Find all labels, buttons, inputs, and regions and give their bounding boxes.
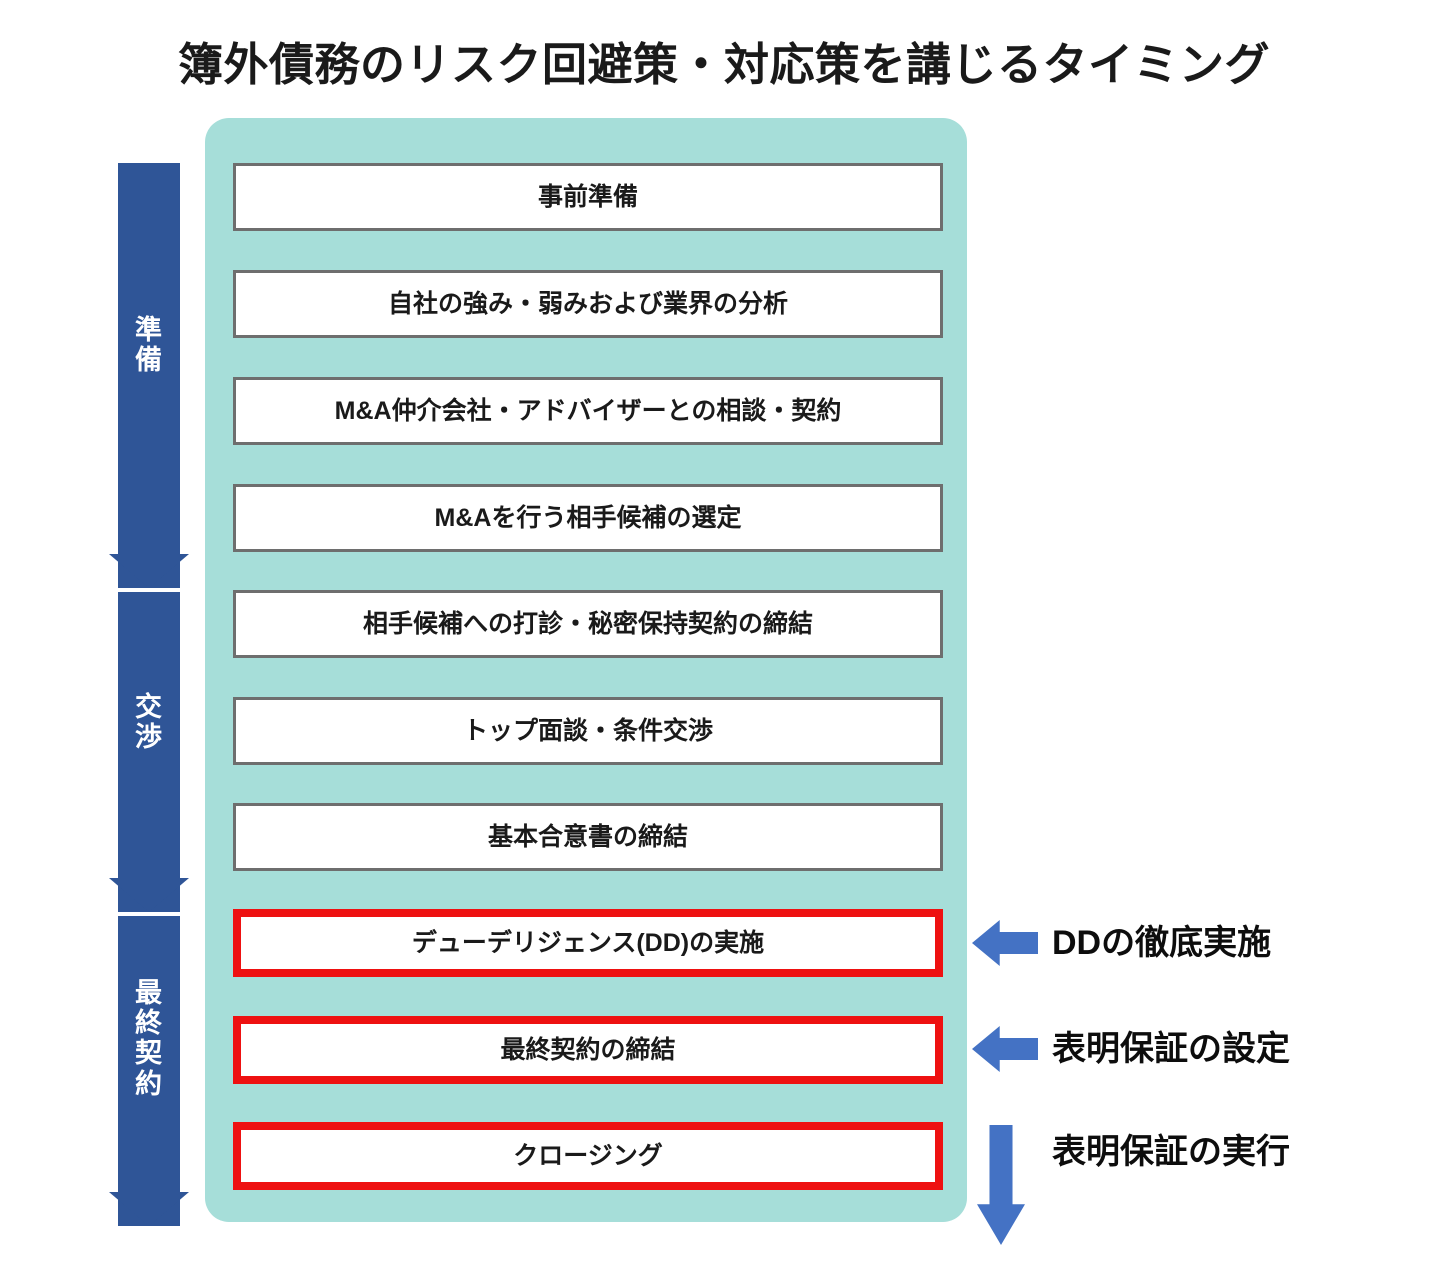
step-label: M&A仲介会社・アドバイザーとの相談・契約 — [334, 396, 842, 425]
step-label: 基本合意書の締結 — [487, 822, 688, 851]
step-box-10[interactable]: クロージング — [233, 1122, 943, 1190]
step-box-6[interactable]: トップ面談・条件交渉 — [233, 697, 943, 765]
step-label: 事前準備 — [537, 182, 638, 211]
annotation-dd: DDの徹底実施 — [972, 920, 1271, 966]
step-label: トップ面談・条件交渉 — [462, 716, 713, 745]
phase-label-preparation: 準 備 — [135, 315, 163, 376]
phase-label-negotiation: 交 渉 — [135, 692, 163, 753]
phase-band-arrowhead-icon — [109, 554, 189, 588]
step-label: デューデリジェンス(DD)の実施 — [411, 928, 765, 957]
arrow-left-icon — [972, 1026, 1038, 1072]
step-box-9[interactable]: 最終契約の締結 — [233, 1016, 943, 1084]
step-label: M&Aを行う相手候補の選定 — [434, 503, 742, 532]
phase-band-stem — [118, 592, 180, 878]
step-box-1[interactable]: 事前準備 — [233, 163, 943, 231]
step-label: 最終契約の締結 — [500, 1035, 676, 1064]
arrow-left-icon — [972, 920, 1038, 966]
phase-band-stem — [118, 163, 180, 554]
step-box-5[interactable]: 相手候補への打診・秘密保持契約の締結 — [233, 590, 943, 658]
phase-band-final-contract: 最 終 契 約 — [109, 916, 189, 1226]
phase-band-stem — [118, 916, 180, 1192]
phase-label-final-contract: 最 終 契 約 — [135, 978, 163, 1099]
step-box-3[interactable]: M&A仲介会社・アドバイザーとの相談・契約 — [233, 377, 943, 445]
step-label: クロージング — [513, 1141, 663, 1170]
phase-band-preparation: 準 備 — [109, 163, 189, 588]
arrow-down-icon — [977, 1125, 1025, 1245]
annotation-rep-warranty-setup: 表明保証の設定 — [972, 1026, 1290, 1072]
phase-band-arrowhead-icon — [109, 878, 189, 912]
step-box-7[interactable]: 基本合意書の締結 — [233, 803, 943, 871]
step-label: 相手候補への打診・秘密保持契約の締結 — [362, 609, 813, 638]
step-box-8[interactable]: デューデリジェンス(DD)の実施 — [233, 909, 943, 977]
phase-band-negotiation: 交 渉 — [109, 592, 189, 912]
annotation-label: DDの徹底実施 — [1052, 924, 1272, 962]
phase-band-arrowhead-icon — [109, 1192, 189, 1226]
page-title: 簿外債務のリスク回避策・対応策を講じるタイミング — [177, 39, 1270, 90]
step-box-4[interactable]: M&Aを行う相手候補の選定 — [233, 484, 943, 552]
step-label: 自社の強み・弱みおよび業界の分析 — [387, 289, 788, 318]
annotation-label: 表明保証の設定 — [1052, 1030, 1290, 1068]
annotation-rep-warranty-exec: 表明保証の実行 — [1052, 1135, 1290, 1169]
annotation-label: 表明保証の実行 — [1052, 1133, 1290, 1171]
step-box-2[interactable]: 自社の強み・弱みおよび業界の分析 — [233, 270, 943, 338]
